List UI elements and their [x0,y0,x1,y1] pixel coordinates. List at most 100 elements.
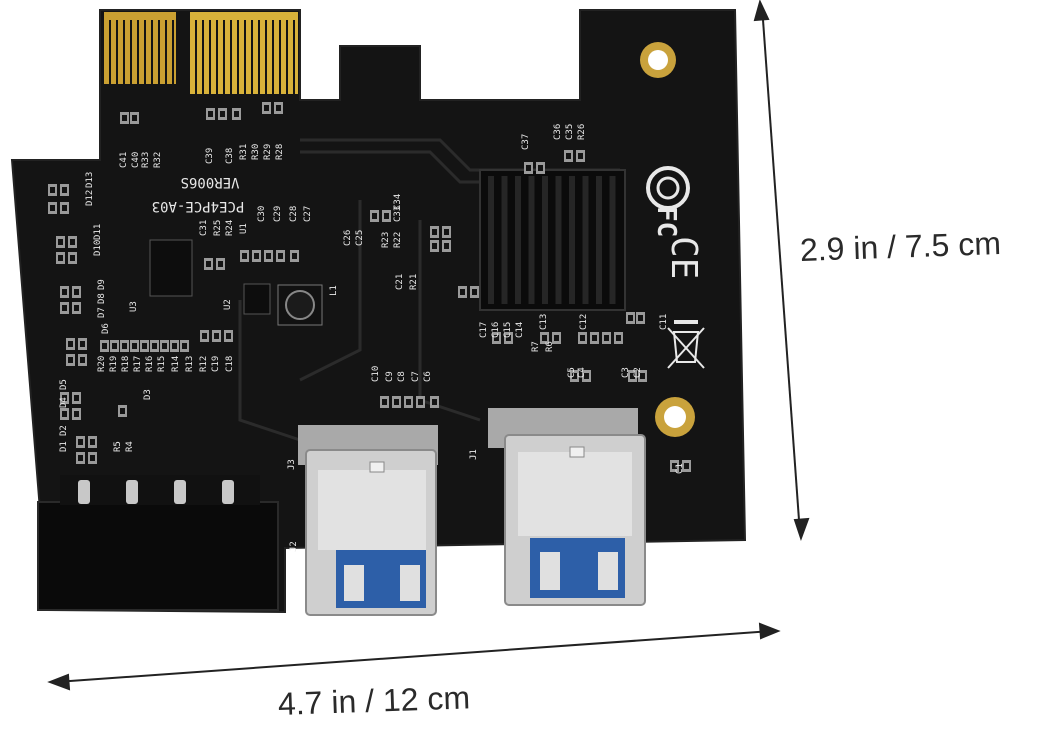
power-connector [37,475,279,611]
component-label: D6 [101,323,111,334]
component-label: C40 [131,152,141,168]
component-label: D9 [97,279,107,290]
component-label: C3 [621,367,631,378]
component-label: D10 [93,240,103,256]
component-label: R28 [275,144,285,160]
component-label: C17 [479,322,489,338]
board-part-text: PCE4PCE-A03 [152,198,245,214]
component-label: C7 [411,371,421,382]
component-label: C5 [567,367,577,378]
component-label: C33 [393,206,403,222]
component-label: U1 [239,223,249,234]
component-label: C10 [371,366,381,382]
height-dimension-label: 2.9 in / 7.5 cm [799,224,1002,268]
component-label: R31 [239,144,249,160]
component-label: C41 [119,152,129,168]
component-label: R24 [225,220,235,236]
component-label: C16 [491,322,501,338]
component-label: J1 [469,449,479,460]
heatsink [479,169,626,311]
component-label: D1 [59,441,69,452]
width-dimension-label: 4.7 in / 12 cm [277,679,471,722]
component-label: D11 [93,224,103,240]
component-label: R13 [185,356,195,372]
component-label: U2 [223,299,233,310]
component-label: C15 [503,322,513,338]
component-label: C1 [675,463,685,474]
component-label: L1 [329,285,339,296]
component-label: C14 [515,322,525,338]
component-label: C36 [553,124,563,140]
component-label: R16 [145,356,155,372]
component-label: D12 [85,190,95,206]
component-label: C18 [225,356,235,372]
component-label: C27 [303,206,313,222]
component-label: C13 [539,314,549,330]
component-label: D8 [97,293,107,304]
svg-text:FC: FC [651,206,681,237]
component-label: R12 [199,356,209,372]
component-label: D4 [59,397,69,408]
component-label: C28 [289,206,299,222]
component-label: J2 [289,541,299,552]
usb-port-right [488,408,646,606]
ce-mark-icon: CE [663,236,704,279]
component-label: C11 [659,314,669,330]
component-label: C6 [423,371,433,382]
component-label: C31 [199,220,209,236]
mount-hole-top [640,42,676,78]
chip-u3 [149,239,193,297]
component-label: C29 [273,206,283,222]
pcie-gold-fingers [104,12,298,94]
component-label: R30 [251,144,261,160]
component-label: D2 [59,425,69,436]
component-label: C37 [521,134,531,150]
component-label: R5 [113,441,123,452]
component-label: D13 [85,172,95,188]
weee-bin-icon [667,320,705,369]
component-label: C35 [565,124,575,140]
component-label: C2 [633,367,643,378]
component-label: C21 [395,274,405,290]
component-label: R32 [153,152,163,168]
component-label: C12 [579,314,589,330]
component-label: J3 [287,459,297,470]
component-label: R14 [171,356,181,372]
component-label: R33 [141,152,151,168]
component-label: R25 [213,220,223,236]
board-model-text: VER006S [180,174,239,190]
component-label: R21 [409,274,419,290]
fcc-logo-icon: FC [646,166,690,237]
component-label: R29 [263,144,273,160]
chip-u1 [243,283,271,315]
component-label: R4 [125,441,135,452]
component-label: D3 [143,389,153,400]
component-label: D7 [97,307,107,318]
component-label: U3 [129,301,139,312]
component-label: R22 [393,232,403,248]
component-label: R26 [577,124,587,140]
component-label: C30 [257,206,267,222]
component-label: R7 [531,341,541,352]
component-label: R17 [133,356,143,372]
height-dimension-arrow [753,0,810,542]
component-label: C34 [393,194,403,210]
component-label: C39 [205,148,215,164]
component-label: R23 [381,232,391,248]
svg-text:CE: CE [663,236,704,279]
component-label: C9 [385,371,395,382]
component-label: R6 [545,341,555,352]
component-label: R15 [157,356,167,372]
component-label: D5 [59,379,69,390]
component-label: R19 [109,356,119,372]
component-label: R20 [97,356,107,372]
component-label: C38 [225,148,235,164]
component-label: C26 [343,230,353,246]
component-label: C19 [211,356,221,372]
usb-port-left [298,425,438,616]
inductor-l1 [277,284,323,326]
component-label: R18 [121,356,131,372]
component-label: C25 [355,230,365,246]
mount-hole-mid [655,397,695,437]
